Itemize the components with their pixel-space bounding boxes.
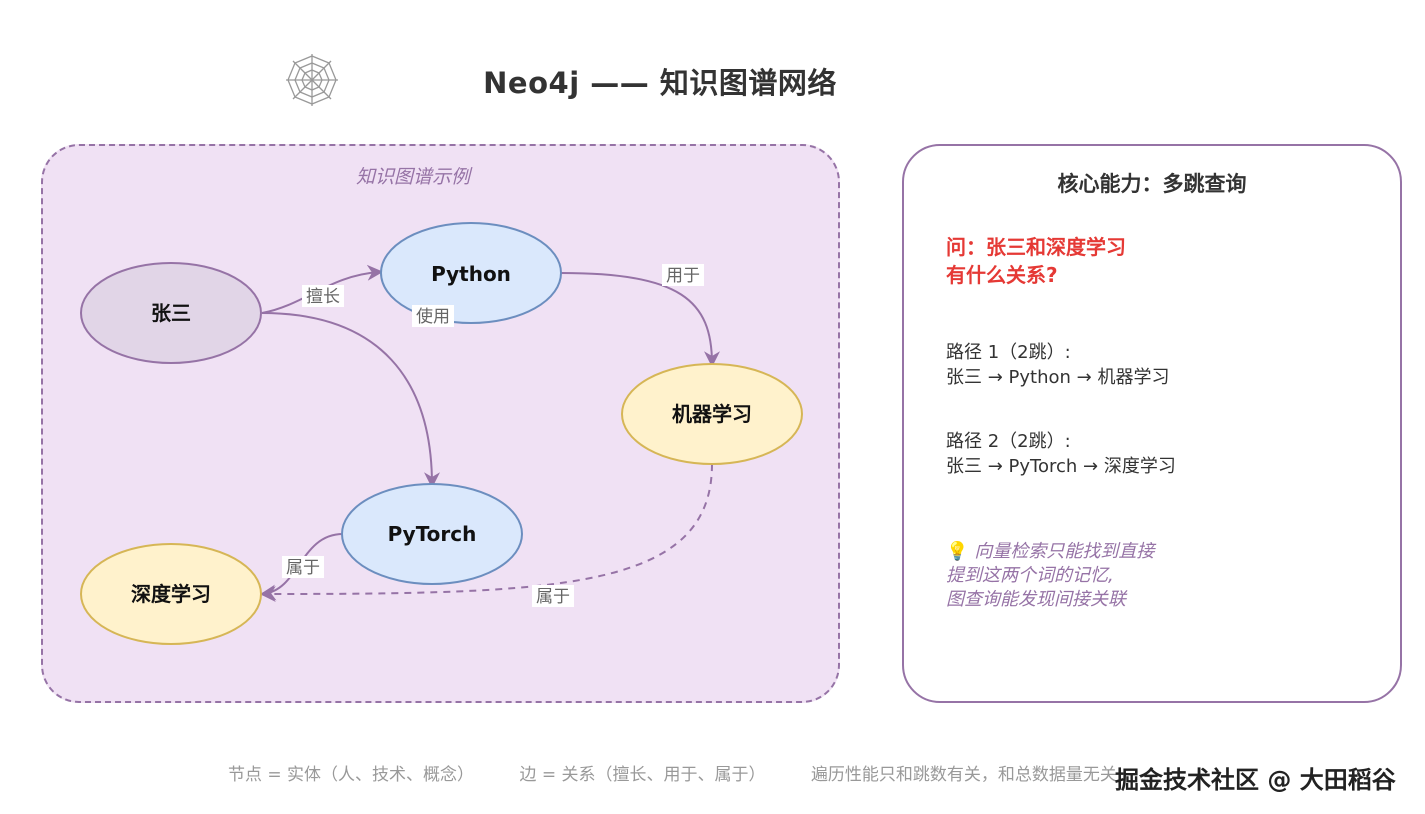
tip-line-1: 向量检索只能找到直接 — [974, 541, 1155, 562]
footer-nodes-note: 节点 = 实体（人、技术、概念） — [228, 765, 475, 785]
footer-notes: 节点 = 实体（人、技术、概念） 边 = 关系（擅长、用于、属于） 遍历性能只和… — [228, 760, 1228, 785]
question-line-2: 有什么关系? — [946, 263, 1058, 287]
watermark: 掘金技术社区 @ 大田稻谷 — [1115, 766, 1396, 794]
path-1-title: 路径 1（2跳）: — [946, 342, 1071, 363]
tip-text: 💡向量检索只能找到直接 提到这两个词的记忆, 图查询能发现间接关联 — [946, 540, 1366, 612]
edge-label-pytorch-python: 使用 — [416, 306, 450, 327]
question-line-1: 问：张三和深度学习 — [946, 235, 1126, 259]
edge-label-pytorch-dl: 属于 — [286, 558, 320, 578]
edge-python-ml — [560, 272, 720, 368]
panel-title: 核心能力：多跳查询 — [1057, 172, 1247, 196]
node-pytorch — [341, 483, 523, 585]
info-panel — [902, 144, 1402, 703]
edge-zhangsan-pytorch — [261, 312, 440, 489]
footer-traversal-note: 遍历性能只和跳数有关，和总数据量无关 — [810, 765, 1117, 785]
lightbulb-icon: 💡 — [946, 541, 969, 562]
path-2-block: 路径 2（2跳）: 张三 → PyTorch → 深度学习 — [946, 429, 1366, 479]
edge-label-zhangsan-python: 擅长 — [306, 287, 340, 307]
edge-label-python-ml: 用于 — [666, 266, 700, 286]
page-title: Neo4j —— 知识图谱网络 — [483, 66, 837, 100]
node-zhangsan-label: 张三 — [151, 301, 191, 325]
node-python-label: Python — [431, 262, 511, 286]
tip-line-2: 提到这两个词的记忆, — [946, 565, 1114, 586]
spider-web-icon — [286, 54, 338, 106]
node-dl-label: 深度学习 — [131, 582, 211, 606]
question-text: 问：张三和深度学习 有什么关系? — [946, 233, 1346, 289]
path-1-route: 张三 → Python → 机器学习 — [946, 367, 1170, 388]
node-zhangsan — [80, 262, 262, 364]
node-python — [380, 222, 562, 324]
node-dl — [80, 543, 262, 645]
node-ml-label: 机器学习 — [672, 402, 752, 426]
example-title: 知识图谱示例 — [356, 166, 471, 188]
node-ml — [621, 363, 803, 465]
node-pytorch-label: PyTorch — [388, 522, 477, 546]
footer-edges-note: 边 = 关系（擅长、用于、属于） — [519, 765, 766, 785]
path-2-route: 张三 → PyTorch → 深度学习 — [946, 456, 1176, 477]
edge-label-ml-dl: 属于 — [536, 587, 570, 607]
path-1-block: 路径 1（2跳）: 张三 → Python → 机器学习 — [946, 340, 1366, 390]
edge-ml-dl — [259, 463, 713, 602]
tip-line-3: 图查询能发现间接关联 — [946, 589, 1126, 610]
path-2-title: 路径 2（2跳）: — [946, 431, 1071, 452]
